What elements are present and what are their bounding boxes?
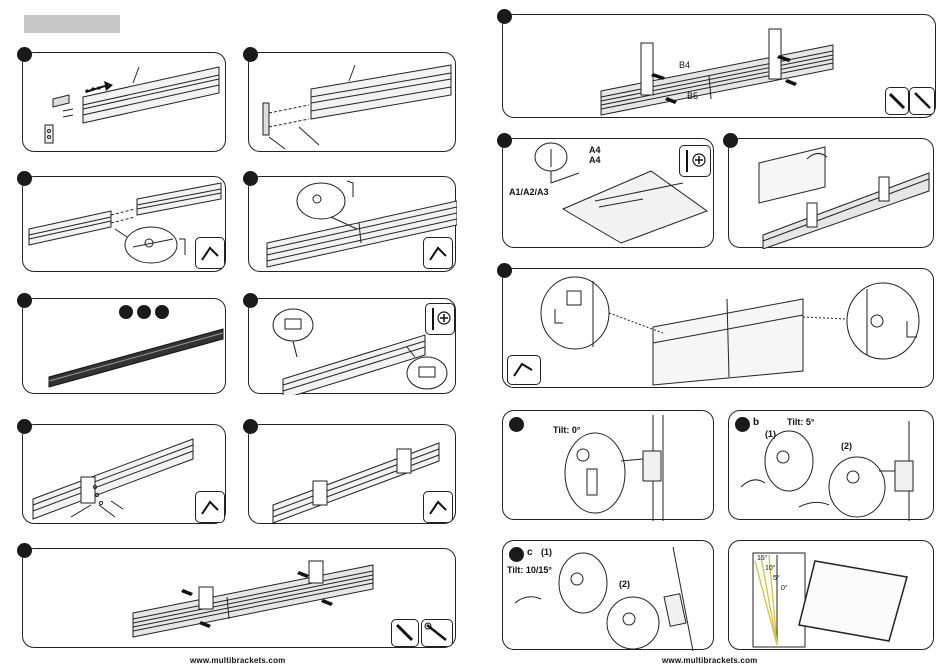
step-14c-sub-1: (1) [541,547,552,557]
screen-lock-illustration [503,269,935,389]
step-9-panel [22,548,456,648]
tilt-10-15-illustration [503,541,715,651]
step-6-panel [248,298,456,394]
angle-label-5: 5° [773,575,780,582]
step-14c-sub-2: (2) [619,579,630,589]
phillips-screwdriver-icon [680,146,710,176]
screwdriver-icon [392,620,418,646]
step-14b-sub-1: (1) [765,429,776,439]
tilt-10-15-label: Tilt: 10/15° [507,565,552,575]
footer-url-right[interactable]: www.multibrackets.com [662,656,758,665]
allen-key-toolbox-3 [195,491,225,523]
part-label-a4-bottom: A4 [589,155,601,165]
step-8-panel [248,424,456,524]
wrench-toolbox-2 [909,87,935,115]
phillips-screwdriver-icon [426,304,454,334]
screwdriver-icon [886,88,908,114]
wrench-icon [910,88,934,114]
part-label-b5: B5 [687,91,698,101]
header-label-bar [24,15,120,33]
step-14b-sub-2: (2) [841,441,852,451]
step-11-panel: A4 A4 A1/A2/A3 [502,138,714,248]
allen-key-icon [424,238,452,268]
step-13-panel [502,268,934,388]
allen-key-icon [196,238,224,268]
angle-label-0: 0° [781,585,788,592]
allen-key-toolbox-4 [423,491,453,523]
tilt-0-label: Tilt: 0° [553,425,580,435]
wrench-icon [422,620,452,646]
rail-end-plate-illustration [249,53,457,153]
step-14a-panel: Tilt: 0° [502,410,714,520]
allen-key-toolbox-5 [507,355,541,385]
screwdriver-toolbox-2 [885,87,909,115]
hang-screen-illustration [729,139,935,249]
step-2-panel [248,52,456,152]
phillips-toolbox [425,303,455,335]
step-10-panel: B4 B5 [502,14,936,118]
angle-label-10: 10° [765,565,776,572]
rail-end-cap-illustration [23,53,227,153]
footer-url-left[interactable]: www.multibrackets.com [190,656,286,665]
tilt-5-label: Tilt: 5° [787,417,814,427]
step-14b-panel: b Tilt: 5° (1) (2) [728,410,934,520]
step-15-panel: 15° 10° 5° 0° [728,540,934,650]
step-7-panel [22,424,226,524]
step-14c-panel: c Tilt: 10/15° (1) (2) [502,540,714,650]
step-5-panel [22,298,226,394]
step-4-panel [248,176,456,272]
tilt-0-illustration [503,411,715,521]
angle-label-15: 15° [757,555,768,562]
phillips-toolbox-2 [679,145,711,177]
step-12-panel [728,138,934,248]
part-label-b4: B4 [679,60,690,70]
rail-wall-fix-illustration [503,15,937,119]
step-3-panel [22,176,226,272]
wrench-toolbox [421,619,453,647]
part-label-a4-top: A4 [589,145,601,155]
step-1-panel [22,52,226,152]
screwdriver-toolbox [391,619,419,647]
full-rail-illustration [23,299,227,395]
tilt-5-illustration [729,411,935,521]
allen-key-icon [508,356,540,384]
allen-key-toolbox-2 [423,237,453,269]
part-label-a1-a2-a3: A1/A2/A3 [509,187,549,197]
allen-key-toolbox [195,237,225,269]
allen-key-icon [196,492,224,522]
allen-key-icon [424,492,452,522]
